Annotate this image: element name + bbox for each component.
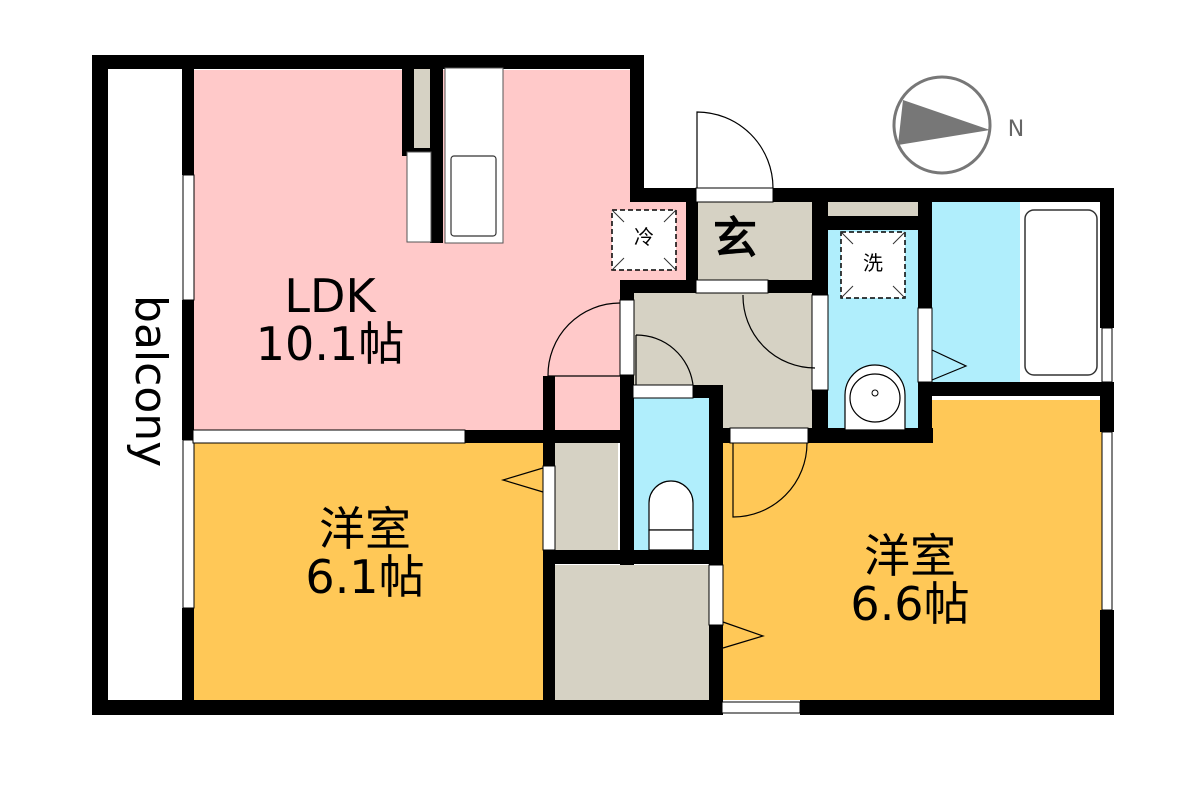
ldk-size: 10.1帖 [255, 317, 405, 372]
entrance-area [696, 202, 814, 280]
closet-bottom [555, 565, 710, 700]
kitchen-shelf [413, 68, 430, 148]
western-right-label: 洋室 6.6帖 [800, 532, 1020, 629]
toilet-icon [648, 480, 694, 551]
balcony-label: balcony [125, 295, 177, 468]
walls [92, 55, 1114, 715]
bathtub-icon [1024, 209, 1098, 376]
western-room-left [193, 442, 543, 700]
western-left-label: 洋室 6.1帖 [255, 505, 475, 602]
western-left-size: 6.1帖 [305, 550, 425, 605]
shelf [828, 202, 920, 216]
closet-middle [555, 442, 618, 550]
western-room-right [722, 400, 1102, 700]
compass-arrow-icon [892, 75, 992, 175]
washer-label: 洗 [863, 251, 883, 275]
washer-icon [840, 231, 906, 299]
washbasin-icon [844, 364, 906, 431]
sink-icon [450, 155, 497, 237]
fridge-icon [611, 209, 677, 271]
western-left-name: 洋室 [319, 502, 411, 556]
ldk-name: LDK [284, 269, 376, 323]
stove-counter [406, 151, 432, 243]
entrance-label: 玄 [713, 213, 757, 264]
fridge-label: 冷 [634, 225, 654, 249]
north-label: N [1007, 117, 1025, 142]
western-right-name: 洋室 [864, 529, 956, 583]
ldk-room [193, 70, 686, 432]
ldk-label: LDK 10.1帖 [225, 272, 435, 369]
balcony-area [110, 70, 185, 700]
western-right-size: 6.6帖 [850, 577, 970, 632]
